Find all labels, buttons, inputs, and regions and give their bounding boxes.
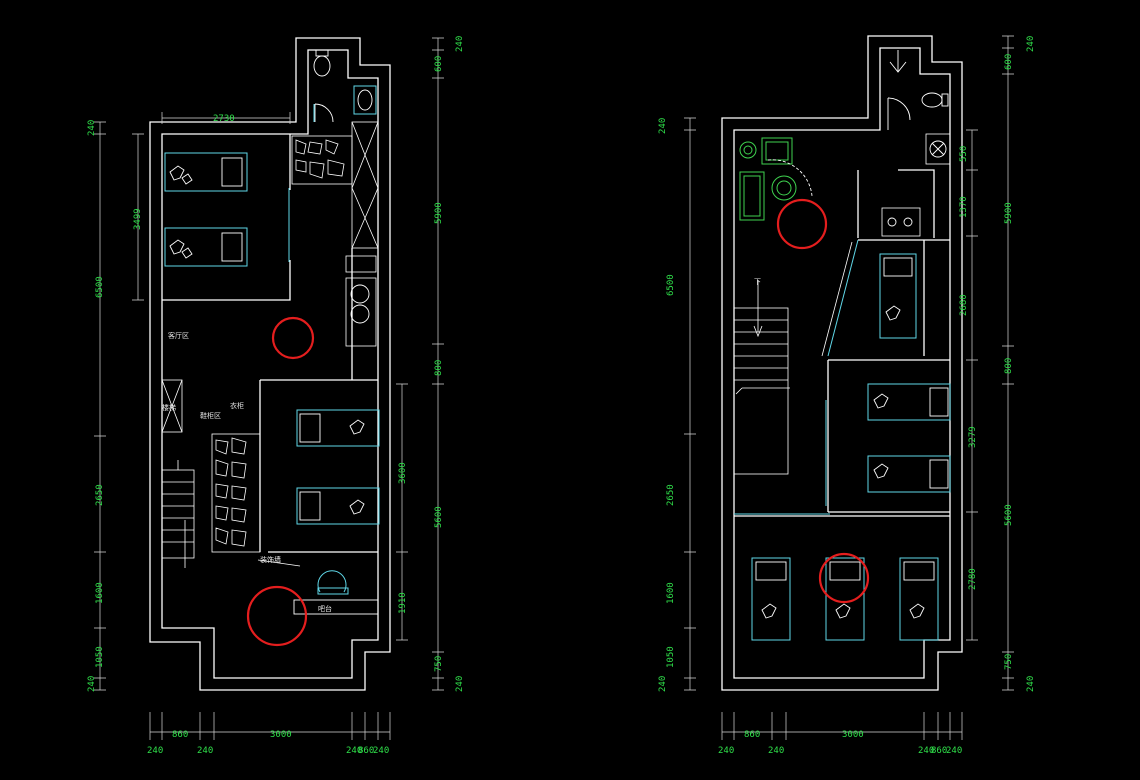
right-dim-inner-4: 2780 <box>968 568 978 590</box>
left-dim-top-room: 2730 <box>213 114 235 124</box>
left-bedroom-top-wall <box>162 134 291 301</box>
right-sink <box>925 133 951 165</box>
left-stairs <box>161 379 195 568</box>
left-dim-bottom-0: 240 <box>147 746 163 756</box>
right-bed-2 <box>867 383 951 421</box>
right-dimension-text: 240 6500 2650 1600 1050 240 240 600 5900… <box>658 36 1036 756</box>
left-bed-1 <box>164 152 248 192</box>
left-dim-bottom-4: 240 <box>373 746 389 756</box>
right-dim-right-2: 5900 <box>1004 202 1014 224</box>
left-dim-right-3: 800 <box>434 360 444 376</box>
left-dim-right-6: 240 <box>455 676 465 692</box>
right-dim-bottom-top-0: 860 <box>744 730 760 740</box>
right-dim-bottom-3: 860 <box>931 746 947 756</box>
right-dim-left-1: 6500 <box>666 274 676 296</box>
svg-text:客厅区: 客厅区 <box>168 331 189 340</box>
svg-text:楼梯: 楼梯 <box>162 403 176 412</box>
right-inner-wall <box>733 47 951 679</box>
left-dim-right-1: 600 <box>434 56 444 72</box>
left-marker-1 <box>271 316 315 360</box>
left-outer-wall <box>149 37 391 691</box>
left-toilet <box>313 49 331 77</box>
left-marker-2 <box>246 585 308 647</box>
right-bunk-2 <box>825 557 865 641</box>
left-sink <box>353 85 377 115</box>
left-bed-2 <box>164 227 248 267</box>
right-bed-1 <box>879 253 917 339</box>
right-shower <box>889 50 907 73</box>
right-dim-bottom-1: 240 <box>768 746 784 756</box>
left-dim-right-5: 750 <box>434 656 444 672</box>
right-dim-right-1: 600 <box>1004 54 1014 70</box>
right-dim-left-3: 1600 <box>666 582 676 604</box>
left-dim-bottom-2: 240 <box>346 746 362 756</box>
right-dim-inner-1: 1370 <box>959 196 969 218</box>
right-floor-plan: 下 <box>721 35 963 691</box>
left-dim-right-4: 5600 <box>434 506 444 528</box>
svg-text:装饰墙: 装饰墙 <box>260 555 281 564</box>
left-dimension-lines <box>94 37 444 740</box>
left-dim-room-height: 3499 <box>133 208 143 230</box>
left-bed-3 <box>296 409 380 447</box>
left-stone-floor-top <box>291 135 353 185</box>
right-marker-2 <box>818 552 870 604</box>
right-dim-left-5: 240 <box>658 676 668 692</box>
right-dim-right-3: 800 <box>1004 358 1014 374</box>
left-reception-desk <box>257 559 379 615</box>
left-dimension-text: 240 6500 2650 1600 1050 240 3499 240 600… <box>87 36 465 756</box>
right-bunk-3 <box>899 557 939 641</box>
right-dim-bottom-0: 240 <box>718 746 734 756</box>
left-dim-left-0: 240 <box>87 120 97 136</box>
left-dim-bottom-top-1: 3000 <box>270 730 292 740</box>
right-dimension-lines <box>684 35 1014 740</box>
right-bed-3 <box>867 455 951 493</box>
left-inner-wall <box>161 49 379 679</box>
right-dim-right-6: 240 <box>1026 676 1036 692</box>
right-sofa-set <box>739 137 813 221</box>
left-floor-plan: 客厅区 楼梯 鞋柜区 衣柜 装饰墙 吧台 <box>149 37 391 691</box>
right-dim-bottom-2: 240 <box>918 746 934 756</box>
left-stone-floor-mid <box>211 433 261 553</box>
left-dim-left-5: 240 <box>87 676 97 692</box>
left-dim-left-4: 1050 <box>95 646 105 668</box>
right-bunk-1 <box>751 557 791 641</box>
left-bed-4 <box>296 487 380 525</box>
left-dim-right-0: 240 <box>455 36 465 52</box>
left-dim-bottom-3: 860 <box>358 746 374 756</box>
right-dim-right-4: 5600 <box>1004 504 1014 526</box>
svg-text:衣柜: 衣柜 <box>230 401 244 410</box>
right-dim-bottom-4: 240 <box>946 746 962 756</box>
svg-text:吧台: 吧台 <box>318 604 332 613</box>
svg-text:鞋柜区: 鞋柜区 <box>200 411 221 420</box>
right-dim-inner-2: 2680 <box>959 294 969 316</box>
left-dim-left-3: 1600 <box>95 582 105 604</box>
right-toilet <box>921 92 949 108</box>
left-dim-bottom-top-0: 860 <box>172 730 188 740</box>
right-dim-inner-3: 3279 <box>968 426 978 448</box>
right-dim-bottom-top-1: 3000 <box>842 730 864 740</box>
right-dim-right-0: 240 <box>1026 36 1036 52</box>
right-outer-wall <box>721 35 963 691</box>
right-dim-right-5: 750 <box>1004 654 1014 670</box>
svg-text:下: 下 <box>754 278 761 286</box>
left-dim-right-2: 5900 <box>434 202 444 224</box>
right-marker-1 <box>776 198 828 250</box>
right-dim-left-0: 240 <box>658 118 668 134</box>
left-dim-inner-1: 1910 <box>398 592 408 614</box>
right-stairs: 下 <box>733 278 790 475</box>
right-dim-left-4: 1050 <box>666 646 676 668</box>
left-dim-bottom-1: 240 <box>197 746 213 756</box>
left-dim-inner-0: 3600 <box>398 462 408 484</box>
left-dim-left-1: 6500 <box>95 276 105 298</box>
right-dim-inner-0: 550 <box>959 146 969 162</box>
right-dim-left-2: 2650 <box>666 484 676 506</box>
left-dim-left-2: 2650 <box>95 484 105 506</box>
